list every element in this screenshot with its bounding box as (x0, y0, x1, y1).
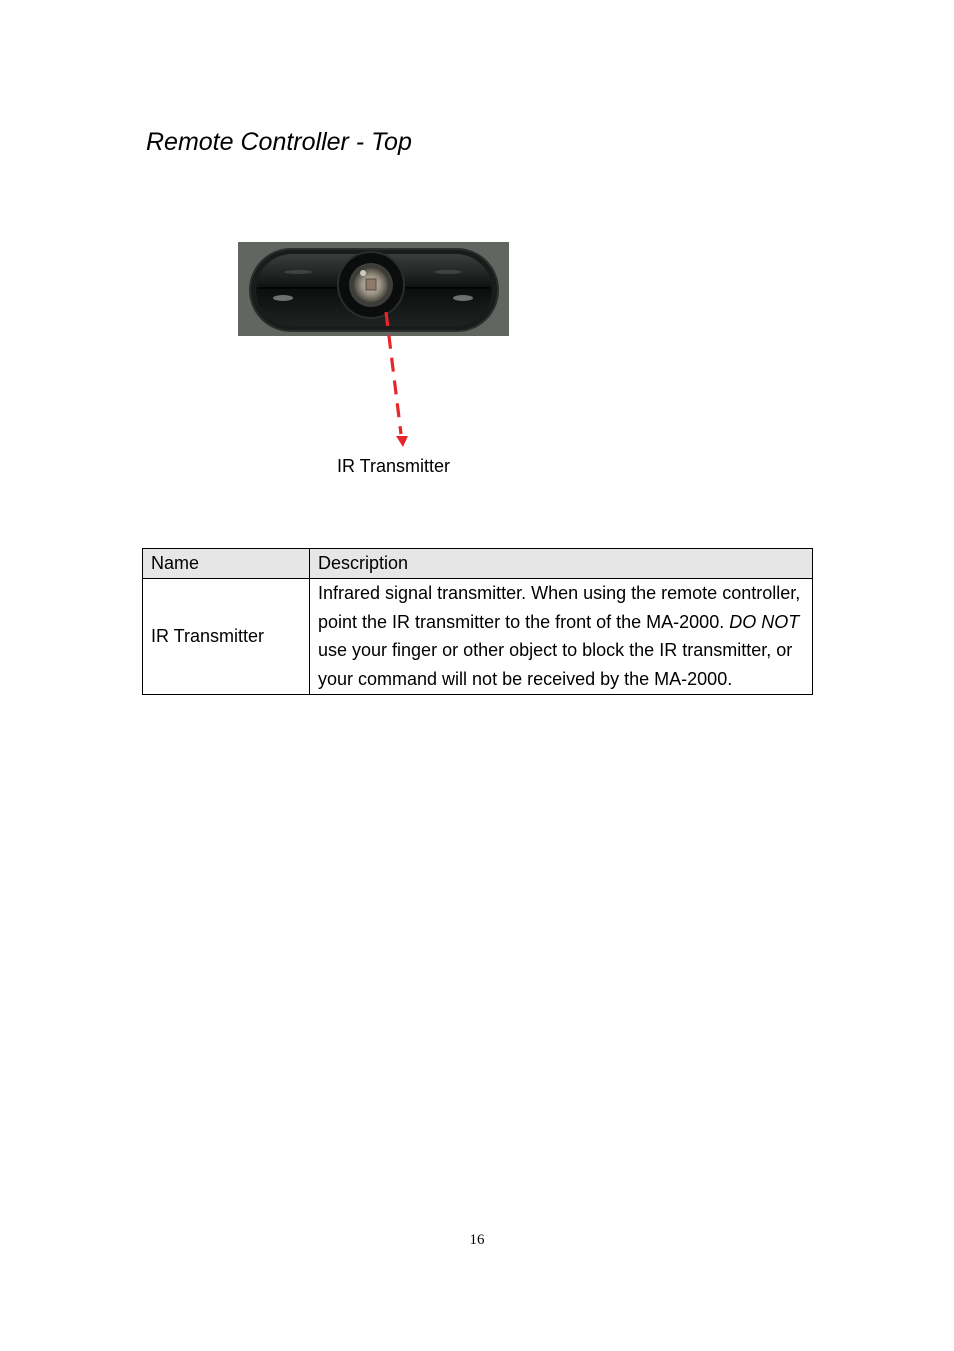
table-row: IR Transmitter Infrared signal transmitt… (142, 578, 813, 695)
description-column-header: Description (309, 548, 813, 579)
component-description-cell: Infrared signal transmitter. When using … (309, 578, 813, 695)
callout-arrow (384, 311, 408, 447)
component-name-cell: IR Transmitter (142, 578, 310, 695)
component-description-table: Name Description IR Transmitter Infrared… (142, 548, 813, 695)
table-header-row: Name Description (142, 548, 813, 579)
name-column-header: Name (142, 548, 310, 579)
description-text-continued: use your finger or other object to block… (318, 640, 793, 690)
page-number: 16 (469, 1232, 485, 1248)
ir-transmitter-callout-label: IR Transmitter (337, 456, 451, 476)
section-title: Remote Controller - Top (146, 128, 412, 156)
description-text: Infrared signal transmitter. When using … (318, 583, 801, 632)
remote-top-photo (238, 242, 509, 336)
description-emphasis: DO NOT (729, 611, 800, 632)
